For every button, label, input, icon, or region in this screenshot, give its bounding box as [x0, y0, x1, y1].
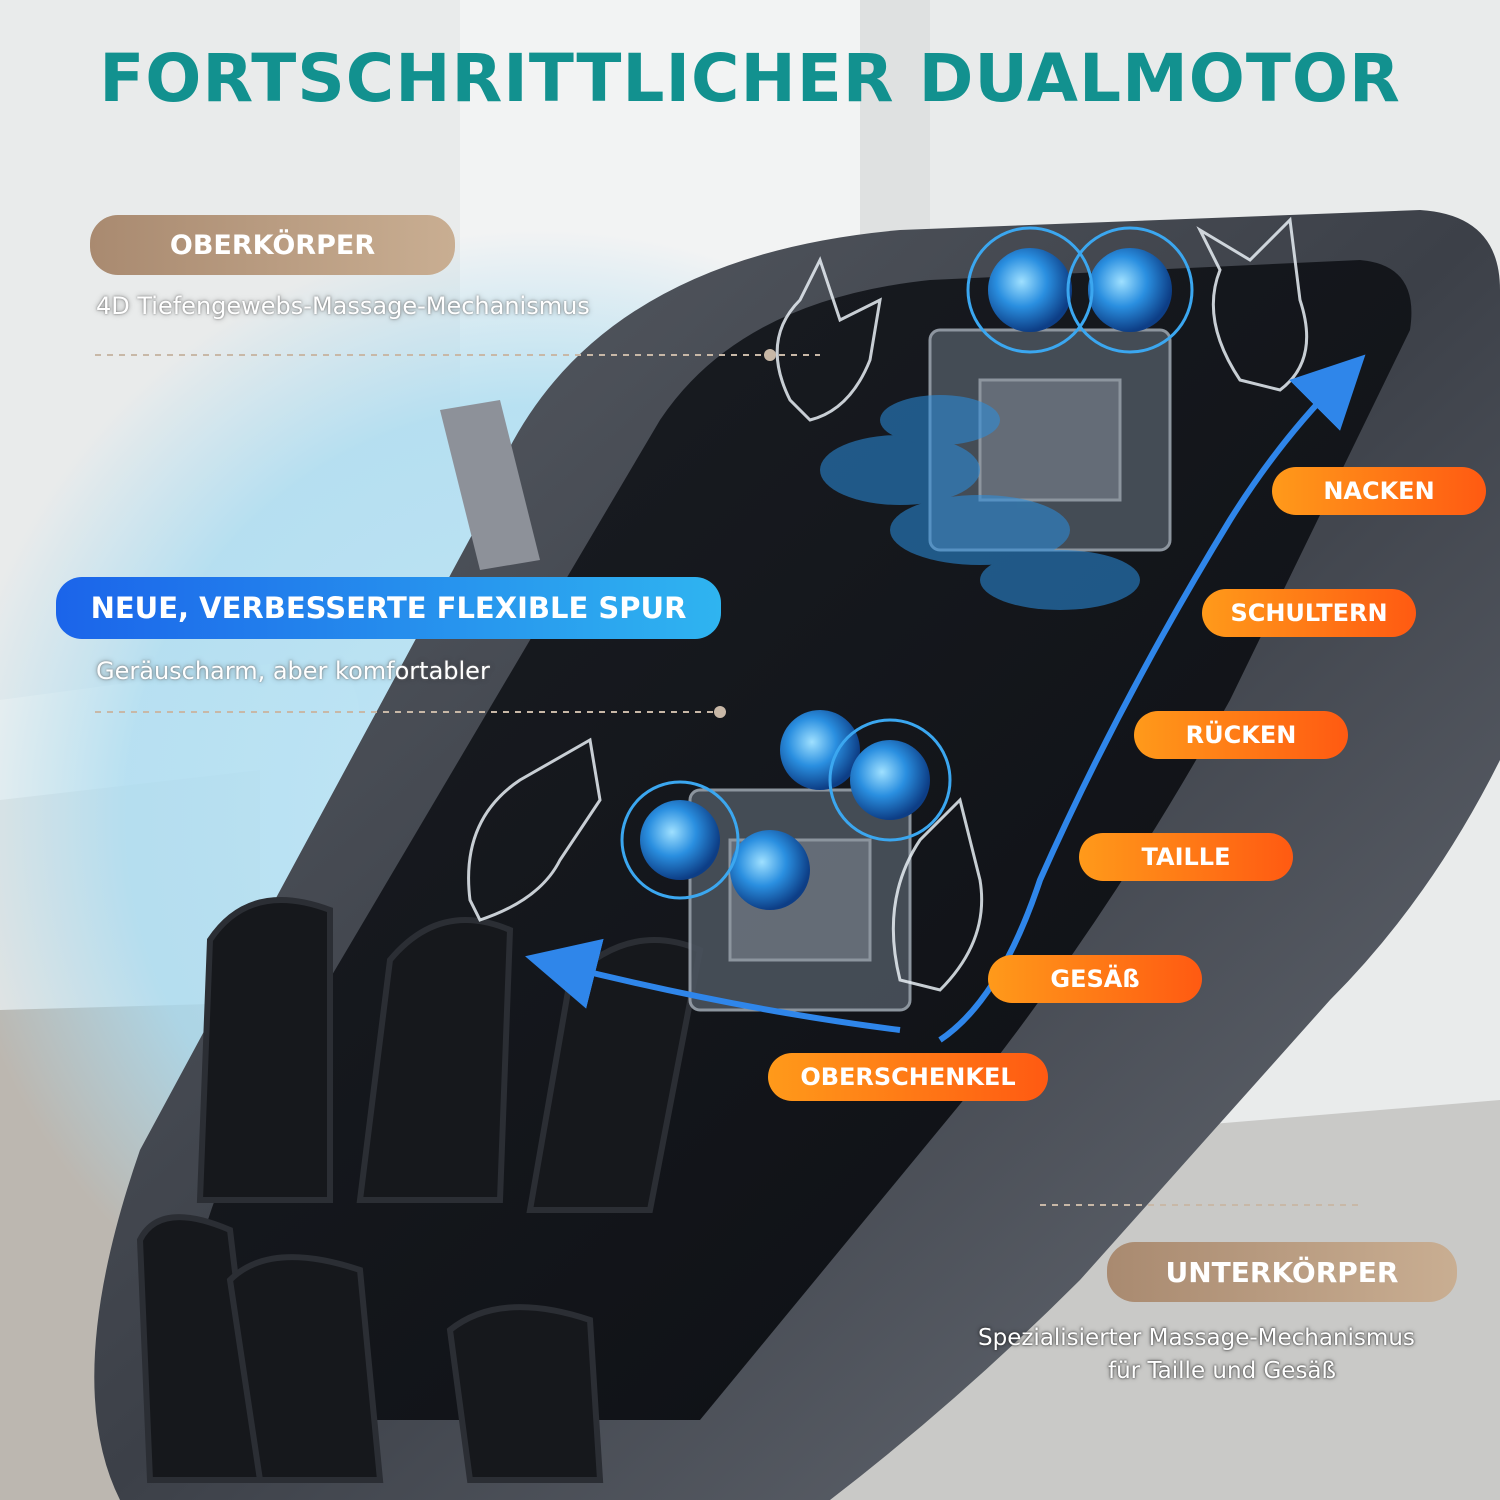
track-badge: NEUE, VERBESSERTE FLEXIBLE SPUR — [56, 577, 721, 639]
page-title: FORTSCHRITTLICHER DUALMOTOR — [99, 40, 1401, 117]
lower-body-description-line2: für Taille und Gesäß — [1108, 1358, 1337, 1384]
zone-badge-back: RÜCKEN — [1134, 711, 1348, 759]
upper-mechanism — [928, 328, 1172, 552]
upper-body-description: 4D Tiefengewebs-Massage-Mechanismus — [96, 292, 590, 320]
track-description: Geräuscharm, aber komfortabler — [96, 657, 490, 685]
massage-waves — [820, 395, 1140, 610]
track-arrow-down — [525, 938, 901, 1033]
zone-badge-buttocks: GESÄß — [988, 955, 1202, 1003]
zone-badge-shoulders: SCHULTERN — [1202, 589, 1416, 637]
upper-divider-dot — [764, 349, 776, 361]
control-tablet — [440, 400, 540, 570]
leg-cushions — [136, 897, 704, 1483]
lower-mechanism — [688, 788, 912, 1012]
zone-badge-neck: NACKEN — [1272, 467, 1486, 515]
upper-body-badge: OBERKÖRPER — [90, 215, 455, 275]
lower-body-badge: UNTERKÖRPER — [1107, 1242, 1457, 1302]
lower-body-description-line1: Spezialisierter Massage-Mechanismus — [978, 1325, 1415, 1351]
track-divider-dot — [714, 706, 726, 718]
zone-badge-waist: TAILLE — [1079, 833, 1293, 881]
zone-badge-thighs: OBERSCHENKEL — [768, 1053, 1048, 1101]
massage-rollers — [620, 226, 1194, 910]
